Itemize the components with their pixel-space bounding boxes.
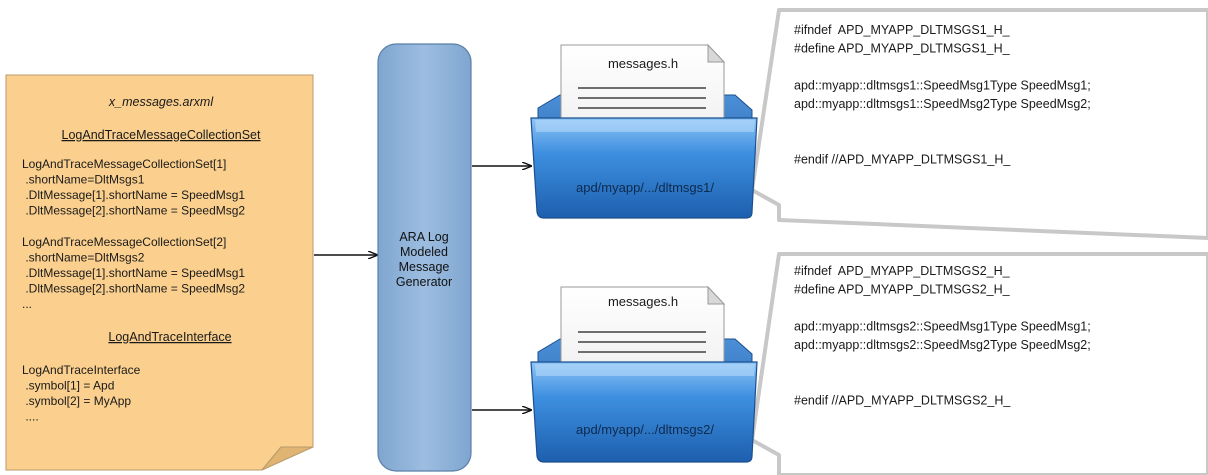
header-file-name-2: messages.h bbox=[608, 294, 678, 309]
collection-set-heading: LogAndTraceMessageCollectionSet bbox=[62, 128, 261, 142]
message-generator: ARA Log Modeled Message Generator bbox=[377, 43, 472, 472]
collection-line-1: LogAndTraceMessageCollectionSet[1] bbox=[22, 157, 226, 171]
interface-line-3: .symbol[2] = MyApp bbox=[22, 394, 131, 408]
code-line-2-line-4: apd::myapp::dltmsgs2::SpeedMsg1Type Spee… bbox=[794, 320, 1091, 334]
collection-line-7: .DltMessage[1].shortName = SpeedMsg1 bbox=[22, 266, 245, 280]
interface-heading: LogAndTraceInterface bbox=[108, 330, 231, 344]
header-file-name-1: messages.h bbox=[608, 56, 678, 71]
collection-line-5: LogAndTraceMessageCollectionSet[2] bbox=[22, 235, 226, 249]
interface-lines: LogAndTraceInterface .symbol[1] = Apd .s… bbox=[22, 363, 141, 424]
interface-line-4: .... bbox=[22, 410, 39, 424]
folder-path-2: apd/myapp/.../dltmsgs2/ bbox=[576, 422, 714, 437]
code-line-1-line-2: #define APD_MYAPP_DLTMSGS1_H_ bbox=[794, 42, 1011, 56]
generator-label-line-3: Message bbox=[399, 260, 450, 274]
output-group-2: #ifndef APD_MYAPP_DLTMSGS2_H_ #define APD… bbox=[530, 252, 1208, 475]
output-group-1: #ifndef APD_MYAPP_DLTMSGS1_H_ #define APD… bbox=[530, 8, 1208, 240]
collection-line-6: .shortName=DltMsgs2 bbox=[22, 251, 145, 265]
code-line-1-line-1: #ifndef APD_MYAPP_DLTMSGS1_H_ bbox=[794, 23, 1011, 37]
code-line-2-line-1: #ifndef APD_MYAPP_DLTMSGS2_H_ bbox=[794, 264, 1011, 278]
folder-icon: messages.h apd/myapp/.../dltmsgs2/ bbox=[530, 285, 758, 463]
folder-path-1: apd/myapp/.../dltmsgs1/ bbox=[576, 180, 714, 195]
code-lines-2: #ifndef APD_MYAPP_DLTMSGS2_H_ #define APD… bbox=[794, 264, 1091, 408]
code-lines-1: #ifndef APD_MYAPP_DLTMSGS1_H_ #define APD… bbox=[794, 23, 1091, 167]
collection-line-4: .DltMessage[2].shortName = SpeedMsg2 bbox=[22, 204, 245, 218]
collection-line-2: .shortName=DltMsgs1 bbox=[22, 173, 145, 187]
collection-line-9: ... bbox=[22, 297, 32, 311]
code-line-2-line-5: apd::myapp::dltmsgs2::SpeedMsg2Type Spee… bbox=[794, 338, 1091, 352]
code-line-1-line-5: apd::myapp::dltmsgs1::SpeedMsg2Type Spee… bbox=[794, 97, 1091, 111]
code-line-2-line-8: #endif //APD_MYAPP_DLTMSGS2_H_ bbox=[794, 394, 1011, 408]
generator-label-line-1: ARA Log bbox=[399, 230, 448, 244]
arxml-note-fold bbox=[261, 446, 314, 471]
arxml-filename: x_messages.arxml bbox=[108, 95, 214, 109]
interface-line-1: LogAndTraceInterface bbox=[22, 363, 141, 377]
folder-icon: messages.h apd/myapp/.../dltmsgs1/ bbox=[530, 43, 758, 219]
code-line-1-line-4: apd::myapp::dltmsgs1::SpeedMsg1Type Spee… bbox=[794, 79, 1091, 93]
generator-label-line-2: Modeled bbox=[400, 245, 448, 259]
collection-set-lines: LogAndTraceMessageCollectionSet[1] .shor… bbox=[22, 157, 245, 311]
arxml-document: x_messages.arxml LogAndTraceMessageColle… bbox=[5, 74, 314, 471]
code-line-1-line-8: #endif //APD_MYAPP_DLTMSGS1_H_ bbox=[794, 153, 1011, 167]
code-line-2-line-2: #define APD_MYAPP_DLTMSGS2_H_ bbox=[794, 283, 1011, 297]
generator-box bbox=[377, 43, 472, 472]
interface-line-2: .symbol[1] = Apd bbox=[22, 379, 114, 393]
collection-line-3: .DltMessage[1].shortName = SpeedMsg1 bbox=[22, 188, 245, 202]
collection-line-8: .DltMessage[2].shortName = SpeedMsg2 bbox=[22, 282, 245, 296]
generator-label-line-4: Generator bbox=[396, 275, 452, 289]
